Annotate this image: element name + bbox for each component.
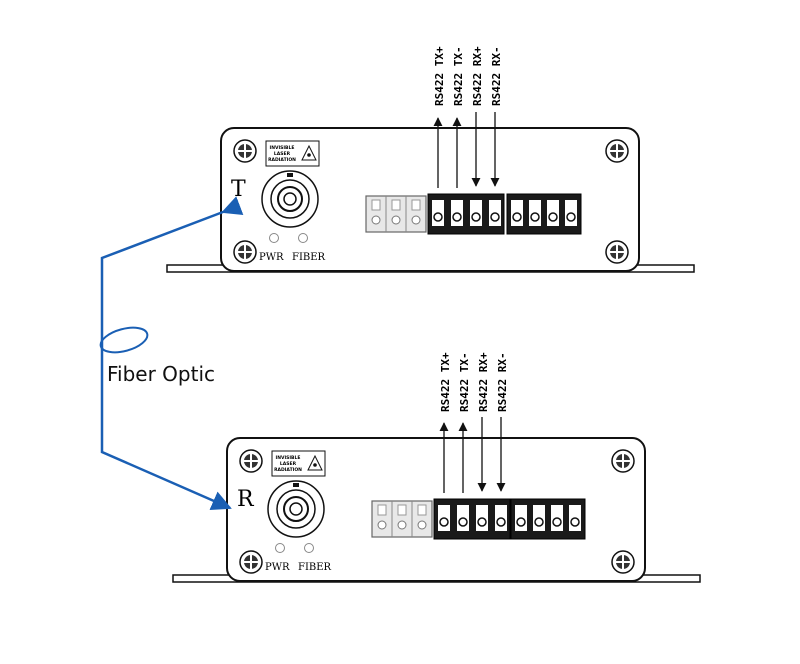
warning-line: LASER xyxy=(274,151,291,157)
fiber-optic-link: Fiber Optic xyxy=(99,196,244,510)
laser-warning-label: INVISIBLE LASER RADIATION xyxy=(271,450,326,477)
fiber-led xyxy=(304,543,314,553)
rs422-terminal-block xyxy=(433,498,511,540)
unit-mark: T xyxy=(231,177,246,202)
signal-label: RS422 RX- xyxy=(496,352,509,412)
fiber-led-label: FIBER xyxy=(298,562,332,573)
screw-icon xyxy=(611,550,635,574)
fiber-led xyxy=(298,233,308,243)
warning-line: LASER xyxy=(280,461,297,467)
fiber-connector xyxy=(267,480,325,538)
pwr-led-label: PWR xyxy=(265,562,290,573)
screw-icon xyxy=(239,550,263,574)
screw-icon xyxy=(605,240,629,264)
pwr-led-label: PWR xyxy=(259,252,284,263)
receiver-unit: INVISIBLE LASER RADIATION R PWR FIBER xyxy=(172,352,701,583)
transmitter-unit: INVISIBLE LASER RADIATION T PWR FIBER xyxy=(166,46,695,273)
laser-hazard-icon xyxy=(307,454,323,471)
warning-line: RADIATION xyxy=(274,467,302,473)
signal-label: RS422 RX+ xyxy=(471,46,484,106)
unit-mark: R xyxy=(237,487,255,512)
screw-icon xyxy=(233,139,257,163)
fiber-cable xyxy=(100,196,244,510)
aux-terminal-block xyxy=(506,193,582,235)
rs422-terminal-block xyxy=(427,193,505,235)
fiber-connector xyxy=(261,170,319,228)
signal-label: RS422 TX- xyxy=(452,46,465,106)
screw-icon xyxy=(233,240,257,264)
signal-label: RS422 TX- xyxy=(458,352,471,412)
fiber-led-label: FIBER xyxy=(292,252,326,263)
aux-terminal-block xyxy=(510,498,586,540)
fiber-coil-icon xyxy=(99,326,149,354)
signal-label: RS422 RX+ xyxy=(477,352,490,412)
laser-hazard-icon xyxy=(301,144,317,161)
signal-label: RS422 RX- xyxy=(490,46,503,106)
pwr-led xyxy=(269,233,279,243)
screw-icon xyxy=(611,449,635,473)
pwr-led xyxy=(275,543,285,553)
power-terminal-block xyxy=(371,500,433,538)
screw-icon xyxy=(239,449,263,473)
signal-label: RS422 TX+ xyxy=(433,46,446,106)
warning-line: INVISIBLE xyxy=(276,455,301,461)
warning-line: RADIATION xyxy=(268,157,296,163)
power-terminal-block xyxy=(365,195,427,233)
warning-line: INVISIBLE xyxy=(270,145,295,151)
signal-label: RS422 TX+ xyxy=(439,352,452,412)
fiber-optic-label: Fiber Optic xyxy=(107,362,215,386)
screw-icon xyxy=(605,139,629,163)
laser-warning-label: INVISIBLE LASER RADIATION xyxy=(265,140,320,167)
